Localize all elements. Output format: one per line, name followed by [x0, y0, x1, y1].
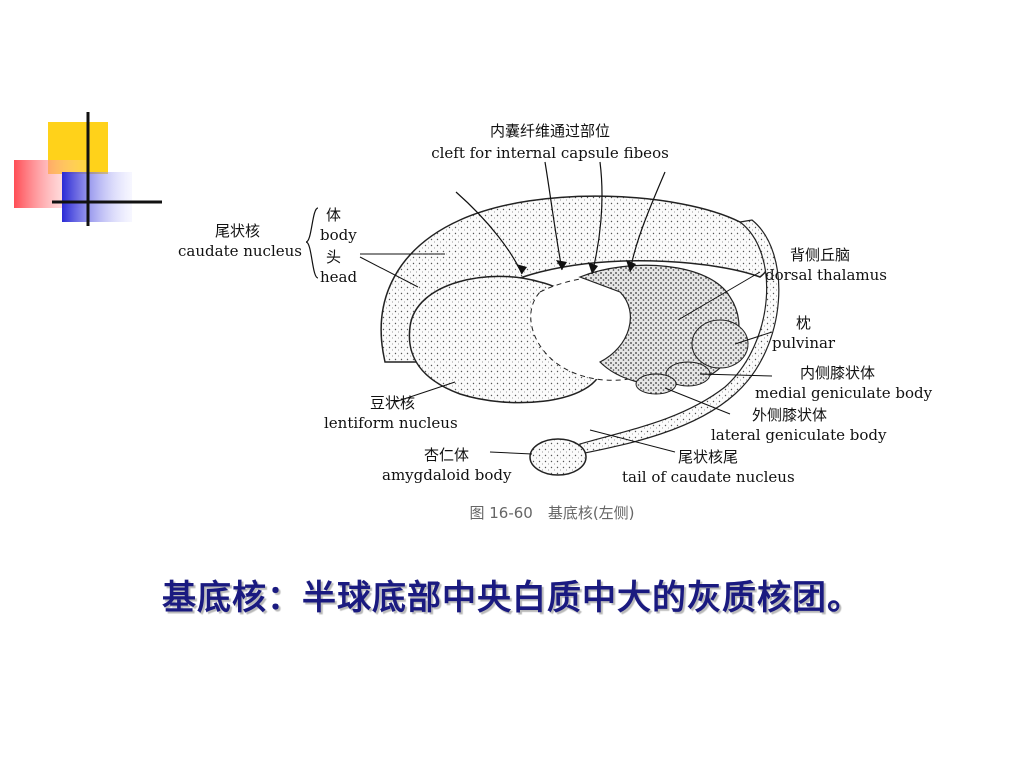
basal-ganglia-figure: 内囊纤维通过部位 cleft for internal capsule fibe… — [160, 112, 960, 532]
slide-headline: 基底核：半球底部中央白质中大的灰质核团。 — [162, 578, 862, 618]
label-pulvinar-en: pulvinar — [772, 334, 836, 352]
label-lateral-cn: 外侧膝状体 — [752, 406, 827, 424]
basal-ganglia-diagram: 内囊纤维通过部位 cleft for internal capsule fibe… — [178, 122, 933, 522]
lateral-geniculate-shape — [635, 373, 677, 395]
label-body-cn: 体 — [326, 206, 341, 224]
label-head-en: head — [320, 268, 357, 286]
label-body-en: body — [320, 226, 357, 244]
label-thalamus-cn: 背侧丘脑 — [790, 246, 850, 264]
corner-decoration — [14, 112, 162, 226]
leader-lines — [359, 253, 773, 455]
label-head-cn: 头 — [326, 248, 341, 266]
label-caudate-cn: 尾状核 — [215, 222, 260, 240]
label-tail-cn: 尾状核尾 — [678, 448, 738, 466]
label-lateral-en: lateral geniculate body — [711, 426, 887, 444]
label-amygdala-en: amygdaloid body — [382, 466, 512, 484]
label-lentiform-cn: 豆状核 — [370, 394, 415, 412]
deco-blue-square — [62, 172, 132, 222]
caudate-bracket — [305, 207, 319, 279]
label-pulvinar-cn: 枕 — [796, 314, 811, 332]
pulvinar-shape — [691, 319, 749, 369]
figure-caption: 图 16-60 基底核(左侧) — [469, 504, 634, 522]
label-caudate-en: caudate nucleus — [178, 242, 302, 260]
amygdaloid-body-shape — [529, 438, 587, 476]
arrowheads — [516, 260, 636, 274]
label-cleft-en: cleft for internal capsule fibeos — [431, 144, 669, 162]
label-tail-en: tail of caudate nucleus — [622, 468, 795, 486]
label-cleft-cn: 内囊纤维通过部位 — [490, 122, 610, 140]
label-thalamus-en: dorsal thalamus — [765, 266, 887, 284]
label-medial-en: medial geniculate body — [755, 384, 933, 402]
label-medial-cn: 内侧膝状体 — [800, 364, 875, 382]
label-lentiform-en: lentiform nucleus — [324, 414, 458, 432]
label-amygdala-cn: 杏仁体 — [424, 446, 469, 464]
